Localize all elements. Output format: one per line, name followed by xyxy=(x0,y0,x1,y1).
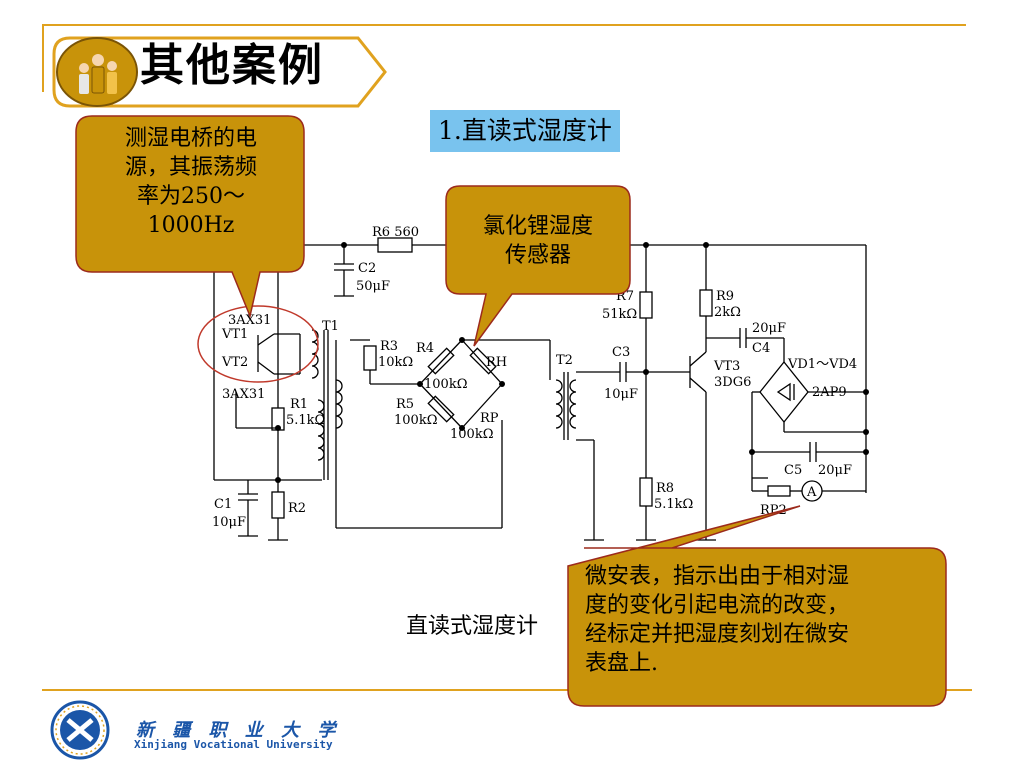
label-r6: R6 560 xyxy=(372,225,419,240)
highlight-circle xyxy=(197,305,319,383)
label-vt2-type: 3AX31 xyxy=(222,387,265,402)
label-r4: R4 xyxy=(416,341,434,356)
label-vt1: VT1 xyxy=(221,327,248,342)
label-r9: R9 xyxy=(716,289,734,304)
title-banner xyxy=(52,36,387,108)
label-rp-value: 100kΩ xyxy=(450,427,493,442)
label-vt3: VT3 xyxy=(713,359,740,374)
callout-line: 微安表，指示出由于相对湿 xyxy=(585,564,850,589)
label-vt2: VT2 xyxy=(221,355,248,370)
callout-line: 度的变化引起电流的改变， xyxy=(585,593,850,618)
label-rh: RH xyxy=(486,355,507,370)
label-r4-value: 100kΩ xyxy=(424,377,467,392)
label-c2-value: 50μF xyxy=(356,279,390,294)
left-rule xyxy=(42,24,44,92)
label-r5: R5 xyxy=(396,397,414,412)
label-c1-value: 10μF xyxy=(212,515,246,530)
label-c4: C4 xyxy=(752,341,770,356)
label-c4-value: 20μF xyxy=(752,321,786,336)
label-c5: C5 xyxy=(784,463,802,478)
subtitle: 1.直读式湿度计 xyxy=(430,110,620,152)
label-r1: R1 xyxy=(290,397,308,412)
callout-line: 氯化锂湿度 xyxy=(482,214,593,239)
label-t2: T2 xyxy=(556,353,573,368)
label-diodes: VD1～VD4 xyxy=(787,357,857,372)
callout-line: 率为250～ xyxy=(137,184,245,209)
callout-line: 测湿电桥的电 xyxy=(124,126,257,151)
label-r2: R2 xyxy=(288,501,306,516)
label-vt3-type: 3DG6 xyxy=(714,375,751,390)
label-c3: C3 xyxy=(612,345,630,360)
callout-line: 经标定并把湿度刻划在微安 xyxy=(585,622,850,647)
callout-line: 源，其振荡频 xyxy=(124,155,257,180)
label-c5-value: 20μF xyxy=(818,463,852,478)
callout-line: 1000Hz xyxy=(147,213,235,238)
label-rp: RP xyxy=(480,411,499,426)
people-icon xyxy=(79,54,117,94)
page-title: 其他案例 xyxy=(140,40,324,91)
label-r7-value: 51kΩ xyxy=(602,307,637,322)
label-r1-value: 5.1kΩ xyxy=(286,413,325,428)
callout-sensor: 氯化锂湿度 传感器 xyxy=(452,212,624,270)
label-t1: T1 xyxy=(322,319,339,334)
label-r8-value: 5.1kΩ xyxy=(654,497,693,512)
bottom-rule xyxy=(42,689,972,691)
callout-meter: 微安表，指示出由于相对湿 度的变化引起电流的改变， 经标定并把湿度刻划在微安 表… xyxy=(585,562,935,678)
label-r3-value: 10kΩ xyxy=(378,355,413,370)
callout-line: 传感器 xyxy=(504,243,571,268)
label-c1: C1 xyxy=(214,497,232,512)
callout-power-source: 测湿电桥的电 源，其振荡频 率为250～ 1000Hz xyxy=(82,124,300,240)
label-r5-value: 100kΩ xyxy=(394,413,437,428)
university-name-cn: 新 疆 职 业 大 学 xyxy=(136,720,342,741)
label-r8: R8 xyxy=(656,481,674,496)
label-r3: R3 xyxy=(380,339,398,354)
diagram-caption: 直读式湿度计 xyxy=(406,614,539,639)
label-c2: C2 xyxy=(358,261,376,276)
label-meter: A xyxy=(806,485,817,500)
university-name-en: Xinjiang Vocational University xyxy=(134,738,333,751)
top-rule xyxy=(42,24,966,26)
callout-line: 表盘上. xyxy=(585,651,658,676)
label-diode-type: 2AP9 xyxy=(812,385,847,400)
label-c3-value: 10μF xyxy=(604,387,638,402)
label-r9-value: 2kΩ xyxy=(714,305,741,320)
university-logo-icon xyxy=(50,700,110,760)
label-vt1-type: 3AX31 xyxy=(228,313,271,328)
